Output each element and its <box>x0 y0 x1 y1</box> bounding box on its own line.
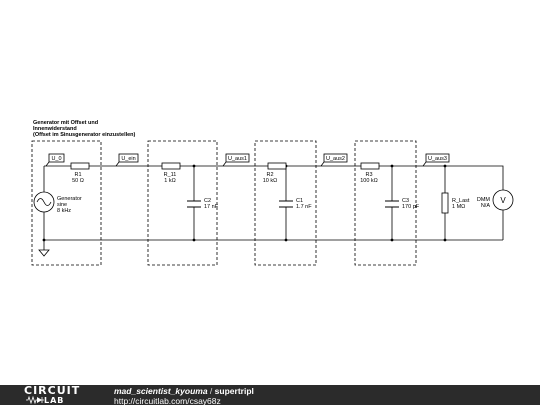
generator-type: sine <box>57 202 67 208</box>
voltmeter-icon: V <box>492 189 514 211</box>
author-link[interactable]: mad_scientist_kyouma <box>114 386 208 396</box>
circuit-title-link[interactable]: supertripl <box>214 386 254 396</box>
capacitor-c2 <box>187 200 201 208</box>
probe-label: U_0 <box>51 156 61 162</box>
generator-freq: 8 kHz <box>57 208 71 214</box>
resistor-diode-icon <box>26 396 44 404</box>
separator: / <box>209 386 213 396</box>
c3-name: C3 <box>402 198 409 204</box>
r2-name: R2 <box>266 172 273 178</box>
footer-bar: CIRCUIT LAB mad_scientist_kyouma / super… <box>0 385 540 406</box>
capacitor-c3 <box>385 200 399 208</box>
stage1-box <box>147 140 218 266</box>
dmm-reading: N/A <box>481 203 491 209</box>
resistor-r3 <box>360 162 380 170</box>
resistor-r1 <box>70 162 90 170</box>
c2-name: C2 <box>204 198 211 204</box>
probe-uein <box>118 153 139 163</box>
capacitor-c1 <box>279 200 293 208</box>
credits: mad_scientist_kyouma / supertripl http:/… <box>114 386 254 406</box>
resistor-r11 <box>161 162 181 170</box>
header-line-2: Innenwiderstand <box>33 126 77 132</box>
resistor-r2 <box>267 162 287 170</box>
r11-value: 1 kΩ <box>164 178 175 184</box>
r3-value: 100 kΩ <box>360 178 378 184</box>
sine-source-icon <box>33 191 55 213</box>
c1-name: C1 <box>296 198 303 204</box>
r3-name: R3 <box>365 172 372 178</box>
c1-value: 1.7 nF <box>296 204 312 210</box>
probe-label: U_aus3 <box>428 156 447 162</box>
stage2-box <box>254 140 317 266</box>
logo-text-top: CIRCUIT <box>24 384 81 397</box>
r1-name: R1 <box>74 172 81 178</box>
stage3-box <box>354 140 417 266</box>
probe-u0 <box>48 153 65 163</box>
generator-name: Generator <box>57 196 82 202</box>
r2-value: 10 kΩ <box>263 178 278 184</box>
ground-icon <box>38 249 50 257</box>
dmm-name: DMM <box>477 197 491 203</box>
svg-text:V: V <box>500 196 506 205</box>
circuitlab-logo[interactable]: CIRCUIT LAB <box>24 385 96 405</box>
circuit-url-link[interactable]: http://circuitlab.com/csay68z <box>114 396 221 406</box>
probe-label: U_aus2 <box>326 156 345 162</box>
probe-uaus2 <box>323 153 348 163</box>
c3-value: 170 pF <box>402 204 420 210</box>
generator-box <box>31 140 102 266</box>
schematic-diagram: V U_0 U_ein U_aus1 U_aus2 U_aus3 Generat… <box>31 120 514 266</box>
rlast-name: R_Last <box>452 198 470 204</box>
r11-name: R_11 <box>164 172 177 178</box>
r1-value: 50 Ω <box>72 178 84 184</box>
probe-uaus3 <box>425 153 450 163</box>
header-line-1: Generator mit Offset und <box>33 120 98 126</box>
rlast-value: 1 MΩ <box>452 204 465 210</box>
probe-label: U_ein <box>121 156 135 162</box>
resistor-rlast <box>441 192 449 214</box>
logo-text-bottom: LAB <box>44 396 65 405</box>
probe-uaus1 <box>225 153 250 163</box>
probe-label: U_aus1 <box>228 156 247 162</box>
c2-value: 17 nF <box>204 204 219 210</box>
header-line-3: (Offset im Sinusgenerator einzustellen) <box>33 132 136 138</box>
